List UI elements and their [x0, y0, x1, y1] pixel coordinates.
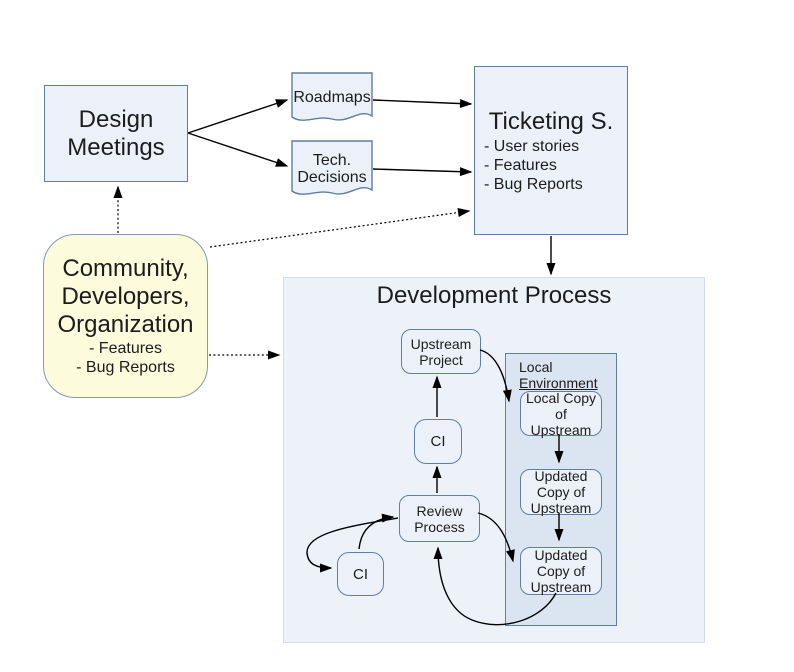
- roadmaps-label: Roadmaps: [293, 88, 371, 106]
- roadmaps-document-node[interactable]: Roadmaps: [291, 72, 373, 130]
- arrow-design-to-tech-decisions: [187, 132, 289, 167]
- ticketing-bullet-list: - User stories - Features - Bug Reports: [484, 137, 583, 193]
- updated-copy-of-upstream-node-1[interactable]: Updated Copy of Upstream: [520, 468, 602, 516]
- ticketing-title: Ticketing S.: [488, 107, 614, 135]
- document-shape-icon: [291, 72, 373, 121]
- arrow-design-to-roadmaps: [187, 99, 289, 134]
- tech-decisions-label: Tech. Decisions: [297, 152, 367, 186]
- arrow-roadmaps-to-ticketing: [372, 99, 473, 109]
- arrow-community-to-ticketing: [209, 208, 471, 248]
- local-copy-of-upstream-node[interactable]: Local Copy of Upstream: [520, 390, 602, 438]
- review-process-node[interactable]: Review Process: [399, 495, 480, 542]
- ci-lower-node[interactable]: CI: [337, 552, 384, 596]
- community-node[interactable]: Community, Developers, Organization - Fe…: [43, 234, 208, 398]
- ci-upper-node[interactable]: CI: [414, 419, 462, 464]
- upstream-project-node[interactable]: Upstream Project: [401, 329, 481, 374]
- community-bullet-list: - Features - Bug Reports: [76, 340, 175, 376]
- design-meetings-node[interactable]: Design Meetings: [44, 85, 188, 182]
- development-process-container[interactable]: Development Process Local Environment Lo…: [283, 277, 705, 643]
- local-environment-container[interactable]: Local Environment Local Copy of Upstream…: [505, 353, 617, 626]
- arrow-tech-decisions-to-ticketing: [372, 167, 473, 177]
- updated-copy-of-upstream-node-2[interactable]: Updated Copy of Upstream: [520, 547, 602, 595]
- tech-decisions-document-node[interactable]: Tech. Decisions: [291, 140, 373, 204]
- ticketing-system-node[interactable]: Ticketing S. - User stories - Features -…: [474, 66, 628, 235]
- local-environment-label: Local Environment: [519, 359, 598, 391]
- document-shape-icon: [291, 140, 373, 195]
- development-process-title: Development Process: [376, 282, 612, 309]
